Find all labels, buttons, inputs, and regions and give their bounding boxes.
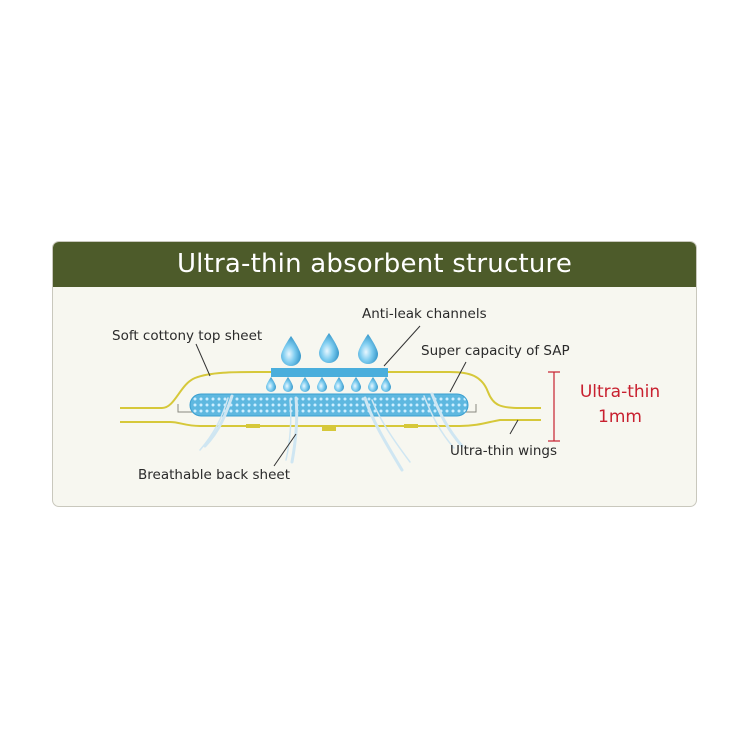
label-wings: Ultra-thin wings <box>450 443 557 459</box>
air-wisp <box>285 399 292 461</box>
small-drops-row <box>266 377 391 392</box>
small-drop-icon <box>381 377 391 392</box>
diagram-title: Ultra-thin absorbent structure <box>53 242 696 287</box>
air-wisp <box>430 392 464 448</box>
sap-core <box>189 393 469 417</box>
air-wisp <box>203 394 234 448</box>
small-drop-icon <box>300 377 310 392</box>
leader-back-sheet <box>273 433 297 467</box>
diagram-panel: Ultra-thin absorbent structure <box>52 241 697 507</box>
air-wisp <box>290 396 299 464</box>
airflow-wisps <box>199 392 464 472</box>
label-1mm: 1mm <box>598 407 642 427</box>
leader-sap <box>449 361 467 393</box>
water-drop-icon <box>358 334 378 364</box>
small-drop-icon <box>283 377 293 392</box>
label-sap: Super capacity of SAP <box>421 343 570 359</box>
leader-top-sheet <box>195 343 211 377</box>
air-wisp <box>371 399 411 463</box>
water-drop-icon <box>319 333 339 363</box>
small-drop-icon <box>334 377 344 392</box>
glue-dot <box>404 424 418 428</box>
thickness-bracket <box>548 371 560 442</box>
water-drop-icon <box>281 336 301 366</box>
back-sheet-line <box>120 419 541 427</box>
anti-leak-channel-bar <box>271 368 388 377</box>
label-top-sheet: Soft cottony top sheet <box>112 328 262 344</box>
air-wisp <box>423 395 455 449</box>
glue-dot <box>246 424 260 428</box>
small-drop-icon <box>368 377 378 392</box>
leader-channels <box>383 325 421 367</box>
glue-dot <box>322 427 336 431</box>
small-drop-icon <box>351 377 361 392</box>
air-wisp <box>199 397 229 451</box>
label-ultra-thin: Ultra-thin <box>580 382 660 402</box>
air-wisp <box>363 396 404 472</box>
label-back-sheet: Breathable back sheet <box>138 467 290 483</box>
label-channels: Anti-leak channels <box>362 306 487 322</box>
small-drop-icon <box>266 377 276 392</box>
small-drop-icon <box>317 377 327 392</box>
leader-wings <box>509 419 519 435</box>
